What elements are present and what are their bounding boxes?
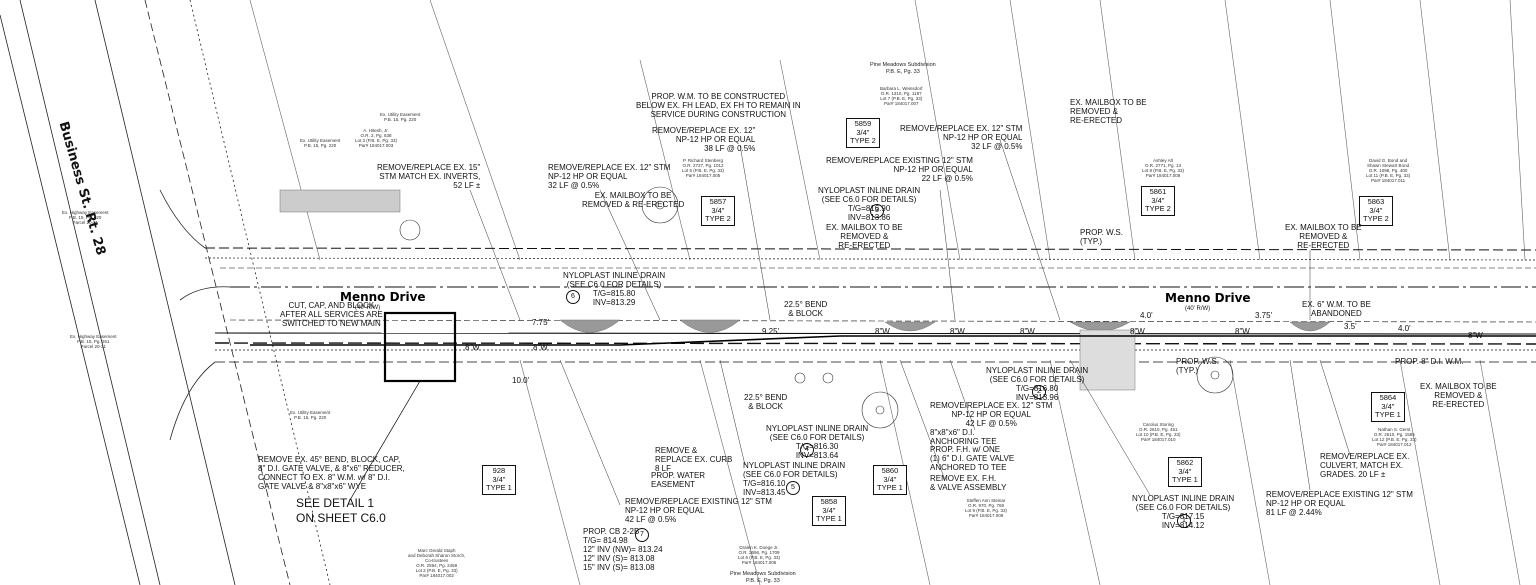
callout-1: 1 bbox=[1177, 514, 1191, 528]
note-mailbox-d: EX. MAILBOX TO BE REMOVED & RE-ERECTED bbox=[1285, 223, 1362, 250]
note-inline-1: NYLOPLAST INLINE DRAIN (SEE C6.0 FOR DET… bbox=[1132, 494, 1235, 530]
lot-lines bbox=[249, 0, 1526, 585]
leader-lines bbox=[469, 139, 1351, 506]
note-remove-existing-81: REMOVE/REPLACE EXISTING 12" STM NP-12 HP… bbox=[1266, 490, 1413, 517]
owner-lot-6: Dralen K. Doege Jr. O.R. 2696, Pg. 1709 … bbox=[738, 545, 780, 565]
owner-lot-3: A. Hitesh, Jr. O.R. 2, Pg. 638 Lot 3 (P.… bbox=[355, 128, 397, 148]
note-prop-ws-mid: PROP. W.S. (TYP.) bbox=[1176, 357, 1219, 375]
label-8w-7: 8"W bbox=[1235, 327, 1250, 336]
note-inline-5: NYLOPLAST INLINE DRAIN (SEE C6.0 FOR DET… bbox=[743, 461, 846, 497]
note-remove-culvert: REMOVE/REPLACE EX. CULVERT, MATCH EX. GR… bbox=[1320, 452, 1410, 479]
dim-4-0b: 4.0' bbox=[1398, 324, 1411, 333]
note-inline-3: NYLOPLAST INLINE DRAIN (SEE C6.0 FOR DET… bbox=[818, 186, 921, 222]
note-mailbox-c: EX. MAILBOX TO BE REMOVED & RE-ERECTED bbox=[826, 223, 903, 250]
intersection-curves bbox=[159, 189, 231, 441]
row-label-left: (40' R/W) bbox=[355, 305, 381, 311]
note-mailbox-a: EX. MAILBOX TO BE REMOVED & RE-ERECTED bbox=[582, 191, 685, 209]
note-remove-fh: REMOVE EX. F.H. & VALVE ASSEMBLY bbox=[930, 474, 1007, 492]
note-cb-7: PROP. CB 2-2B T/G= 814.98 12" INV (NW)= … bbox=[583, 527, 663, 572]
highway-lines bbox=[0, 0, 331, 585]
dim-4-0a: 4.0' bbox=[1140, 311, 1153, 320]
note-prop-wm: PROP. W.M. TO BE CONSTRUCTED BELOW EX. F… bbox=[636, 92, 801, 119]
note-abandon: EX. 6" W.M. TO BE ABANDONED bbox=[1302, 300, 1371, 318]
callout-4: 4 bbox=[800, 443, 814, 457]
note-remove-45: REMOVE EX. 45° BEND, BLOCK, CAP, 8" D.I.… bbox=[258, 455, 405, 491]
owner-lot-12: Nathan S. Gerst O.R. 2610, Pg. 1585 Lot … bbox=[1372, 427, 1417, 447]
owner-lot-9: Steffen Ann Steinar O.R. 970, Pg. 768 Lo… bbox=[965, 498, 1007, 518]
street-name-menno-left: Menno Drive bbox=[340, 290, 426, 304]
dim-10-0: 10.0' bbox=[512, 376, 530, 385]
note-inline-4: NYLOPLAST INLINE DRAIN (SEE C6.0 FOR DET… bbox=[766, 424, 869, 460]
label-8w-2: 8"W bbox=[533, 343, 548, 352]
water-main bbox=[250, 335, 1536, 346]
label-8w-6: 8"W bbox=[1130, 327, 1145, 336]
dim-9-25: 9.25' bbox=[762, 327, 780, 336]
note-prop-fh: PROP. F.H. w/ ONE (1) 6" D.I. GATE VALVE… bbox=[930, 445, 1015, 472]
label-8w-8: 8"W bbox=[1468, 331, 1483, 340]
note-anchor-tee: 8"x8"x6" D.I. ANCHORING TEE bbox=[930, 428, 997, 446]
owner-lot-5: P. Richard Stenberg O.R. 2727, Pg. 1012 … bbox=[682, 158, 724, 178]
label-8w-4: 8"W bbox=[950, 327, 965, 336]
road-lines bbox=[204, 247, 1536, 363]
note-prop-8-dij: PROP. 8" D.I. W.M. bbox=[1395, 357, 1464, 366]
note-remove-15: REMOVE/REPLACE EX. 15" STM MATCH EX. INV… bbox=[377, 163, 481, 190]
note-mailbox-e: EX. MAILBOX TO BE REMOVED & RE-ERECTED bbox=[1420, 382, 1497, 409]
easement-highway-top: Ex. Highway Easement P.B. 15, Pg. 220 Pa… bbox=[62, 210, 109, 225]
street-name-menno-right: Menno Drive bbox=[1165, 291, 1251, 305]
dim-3-5: 3.5' bbox=[1344, 322, 1357, 331]
owner-lot-8: Ashley Alt O.R. 2771, Pg. 13 Lot 8 (P.B.… bbox=[1142, 158, 1184, 178]
note-remove-existing-22: REMOVE/REPLACE EXISTING 12" STM NP-12 HP… bbox=[826, 156, 973, 183]
note-water-easement: PROP. WATER EASEMENT bbox=[651, 471, 706, 489]
callout-6: 6 bbox=[566, 290, 580, 304]
label-8w-1: 8"W bbox=[465, 343, 480, 352]
note-inline-2: NYLOPLAST INLINE DRAIN (SEE C6.0 FOR DET… bbox=[986, 366, 1089, 402]
note-mailbox-b: EX. MAILBOX TO BE REMOVED & RE-ERECTED bbox=[1070, 98, 1147, 125]
dim-3-75: 3.75' bbox=[1255, 311, 1273, 320]
trees bbox=[399, 186, 1234, 429]
easement-utility-top2: Ex. Utility Easement P.B. 15, Pg. 220 bbox=[380, 112, 421, 122]
row-label-right: (40' R/W) bbox=[1185, 306, 1211, 312]
easement-highway-bottom: Ex. Highway Easement P.B. 15, Pg. 261 Pa… bbox=[70, 334, 117, 349]
detail-box bbox=[383, 311, 457, 383]
dim-7-75: 7.75' bbox=[532, 318, 550, 327]
owner-lot-2: Marc Gerald Staph and Deborah Sharon Sto… bbox=[408, 548, 466, 578]
note-remove-12-38: REMOVE/REPLACE EX. 12" NP-12 HP OR EQUAL… bbox=[652, 126, 756, 153]
detail-reference: SEE DETAIL 1 ON SHEET C6.0 bbox=[296, 496, 386, 525]
subdivision-bottom: Pine Meadows Subdivision P.B. E, Pg. 33 bbox=[730, 571, 796, 584]
note-remove-12-32b: REMOVE/REPLACE EX. 12" STM NP-12 HP OR E… bbox=[900, 124, 1023, 151]
callout-5: 5 bbox=[786, 481, 800, 495]
callout-2: 2 bbox=[1032, 385, 1046, 399]
note-remove-12-42: REMOVE/REPLACE EX. 12" STM NP-12 HP OR E… bbox=[930, 401, 1053, 428]
label-8w-3: 8"W bbox=[875, 327, 890, 336]
label-8w-5: 8"W bbox=[1020, 327, 1035, 336]
callout-7: 7 bbox=[635, 528, 649, 542]
driveways bbox=[279, 189, 1331, 391]
owner-lot-7: Barbara L. Weinsdorf O.R. 1310, Pg. 1187… bbox=[880, 86, 923, 106]
easement-utility-top: Ex. Utility Easement P.B. 15, Pg. 220 bbox=[300, 138, 341, 148]
easement-utility-bottom: Ex. Utility Easement P.B. 15, Pg. 220 bbox=[290, 410, 331, 420]
subdivision-top: Pine Meadows Subdivision P.B. E, Pg. 33 bbox=[870, 62, 936, 75]
note-remove-12-32a: REMOVE/REPLACE EX. 12" STM NP-12 HP OR E… bbox=[548, 163, 671, 190]
note-bend-block-a: 22.5° BEND & BLOCK bbox=[784, 300, 828, 318]
owner-lot-11: David G. Bond and Shawn Stewart Bond O.R… bbox=[1366, 158, 1411, 183]
owner-lot-10: Carolus Storing O.R. 2610, Pg. 451 Lot 1… bbox=[1136, 422, 1181, 442]
note-remove-existing-42: REMOVE/REPLACE EXISTING 12" STM NP-12 HP… bbox=[625, 497, 772, 524]
callout-3: 3 bbox=[870, 204, 884, 218]
note-bend-block-b: 22.5° BEND & BLOCK bbox=[744, 393, 788, 411]
note-prop-ws-top: PROP. W.S. (TYP.) bbox=[1080, 228, 1123, 246]
note-cut-cap: CUT, CAP, AND BLOCK AFTER ALL SERVICES A… bbox=[280, 301, 383, 328]
note-inline-6: NYLOPLAST INLINE DRAIN (SEE C6.0 FOR DET… bbox=[563, 271, 666, 307]
note-remove-curb: REMOVE & REPLACE EX. CURB 8 LF bbox=[655, 446, 733, 473]
